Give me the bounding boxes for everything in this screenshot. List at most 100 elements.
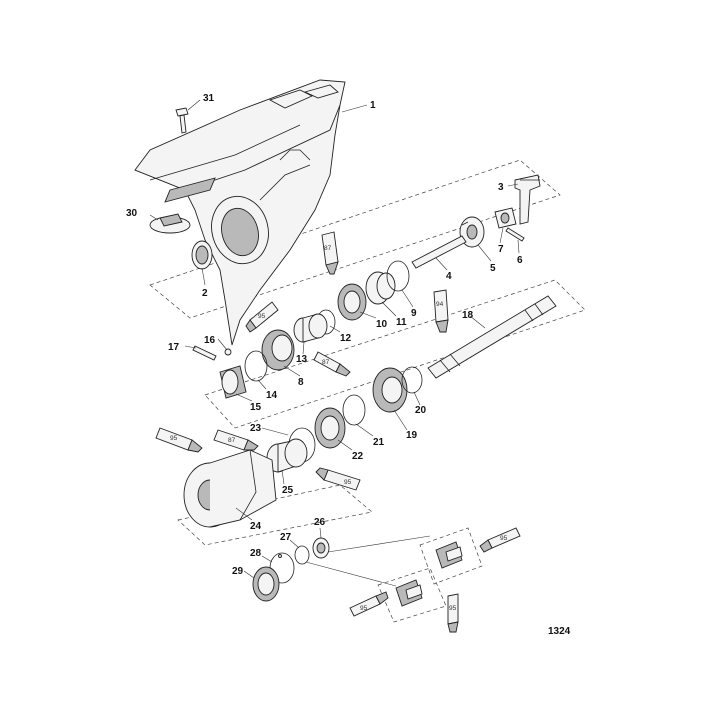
tube-label-87-low: 87 [228, 437, 236, 444]
leader-3 [507, 183, 519, 187]
callout-28: 28 [250, 548, 262, 559]
leader-16 [217, 338, 228, 351]
leader-18 [469, 315, 486, 329]
tube-label-95-right: 95 [500, 535, 508, 542]
callout-26: 26 [314, 517, 326, 528]
callout-4: 4 [446, 271, 452, 282]
washer-27 [294, 545, 310, 565]
callout-15: 15 [250, 402, 262, 413]
reverse-gear [372, 367, 408, 413]
leader-14 [257, 379, 267, 390]
callout-18: 18 [462, 310, 474, 321]
callout-3: 3 [498, 182, 504, 193]
lubricant-tube-95-bottom [447, 593, 459, 633]
bolt [175, 99, 201, 134]
forward-gear [261, 329, 295, 371]
leader-6 [517, 239, 520, 254]
leader-11 [381, 301, 397, 317]
shift-crank [514, 174, 541, 225]
callout-20: 20 [415, 405, 427, 416]
lubricant-tube-87-upper [321, 231, 339, 275]
callout-7: 7 [498, 244, 504, 255]
lubricant-tube-94 [433, 289, 449, 333]
tube-label-95-mid: 95 [258, 313, 266, 320]
shift-pin [505, 227, 525, 242]
leader-23 [261, 427, 289, 436]
callout-13: 13 [296, 354, 308, 365]
lubricant-tube-95-right [479, 527, 521, 553]
bearing-carrier [183, 449, 277, 528]
callout-12: 12 [340, 333, 352, 344]
callout-17: 17 [168, 342, 180, 353]
tube-label-87-upper: 87 [324, 245, 332, 252]
gear-housing [134, 79, 346, 346]
clutch [219, 365, 247, 399]
leader-12 [329, 325, 341, 333]
tube-label-95-left: 95 [170, 435, 178, 442]
leader-detail-a [327, 535, 431, 553]
leader-7 [499, 227, 504, 244]
pinion-bearing [337, 283, 367, 321]
tube-label-95-bottom: 95 [449, 605, 457, 612]
leader-detail-b [305, 561, 397, 587]
anode [149, 213, 191, 234]
bushing [459, 216, 485, 248]
reverse-gear-bearing [314, 407, 346, 449]
leader-2 [201, 267, 206, 286]
detail-box-lower [377, 567, 447, 623]
callout-24: 24 [250, 521, 262, 532]
callout-23: 23 [250, 423, 262, 434]
group-boundary-top [149, 159, 561, 319]
nut-29 [252, 566, 280, 602]
leader-26 [319, 527, 322, 539]
lubricant-tube-95-low [315, 467, 361, 491]
callout-16: 16 [204, 335, 216, 346]
callout-9: 9 [411, 308, 417, 319]
lubricant-tube-95-left [155, 427, 203, 453]
callout-25: 25 [282, 485, 294, 496]
lubricant-tube-95-bottom-left [349, 591, 389, 617]
seal-detail-upper [435, 541, 463, 569]
leader-22 [337, 439, 353, 451]
cross-pin [192, 345, 217, 361]
retaining-ring-14 [244, 350, 268, 382]
o-ring-9 [386, 260, 410, 292]
leader-15 [235, 393, 253, 402]
bearing-cup [365, 271, 396, 305]
detail-box-upper [419, 527, 483, 585]
leader-20 [413, 391, 421, 406]
callout-5: 5 [490, 263, 496, 274]
lubricant-tube-87-low [213, 429, 259, 451]
leader-13 [302, 341, 305, 355]
tube-label-87-mid: 87 [322, 359, 330, 366]
callout-30: 30 [126, 208, 138, 219]
leader-8 [283, 365, 301, 377]
leader-25 [281, 469, 285, 485]
leader-27 [289, 539, 300, 549]
callout-8: 8 [298, 377, 304, 388]
leader-1 [341, 104, 368, 113]
tube-label-95-low: 95 [344, 479, 352, 486]
thrust-washer [401, 366, 423, 394]
seal-detail-lower [395, 579, 423, 607]
leader-29 [243, 570, 255, 579]
leader-5 [477, 244, 492, 262]
callout-31: 31 [203, 93, 215, 104]
callout-22: 22 [352, 451, 364, 462]
oil-seal [191, 240, 213, 270]
leader-19 [393, 409, 408, 431]
leader-21 [355, 423, 374, 437]
tube-label-94: 94 [436, 301, 444, 308]
callout-11: 11 [396, 317, 407, 328]
callout-10: 10 [376, 319, 388, 330]
roller-bearing-13 [293, 313, 328, 343]
detent-pin [224, 348, 232, 356]
callout-2: 2 [202, 288, 208, 299]
leader-9 [401, 289, 414, 308]
shift-coupler [494, 207, 517, 229]
callout-29: 29 [232, 566, 244, 577]
leader-17 [184, 345, 197, 349]
figure-reference: 1324 [548, 626, 571, 637]
